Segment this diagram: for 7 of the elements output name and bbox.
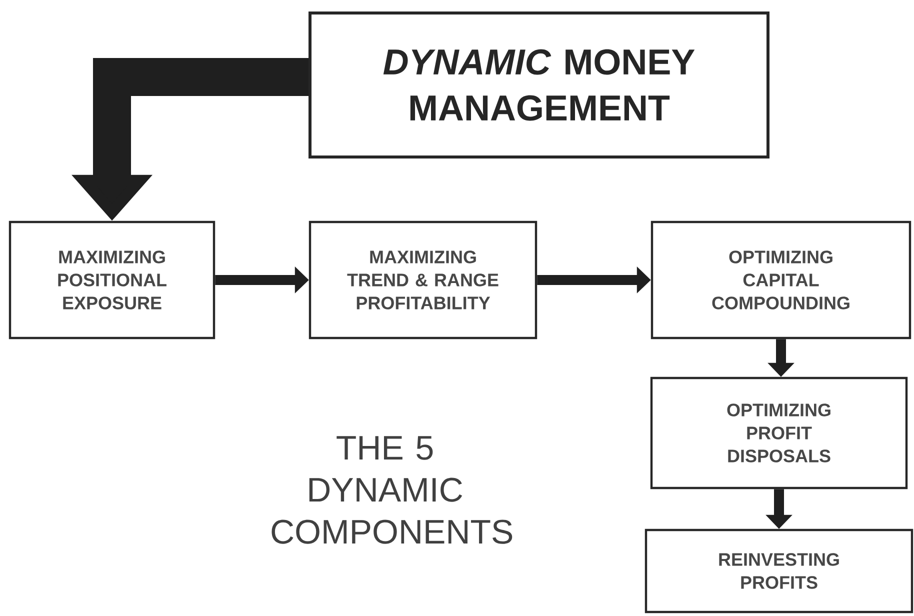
process-box: OPTIMIZING PROFIT DISPOSALS: [650, 376, 908, 490]
process-box: DYNAMIC MONEY MANAGEMENT: [308, 12, 770, 158]
process-box: OPTIMIZING CAPITAL COMPOUNDING: [650, 220, 912, 340]
process-box: MAXIMIZING POSITIONAL EXPOSURE: [8, 220, 216, 340]
caption-text: THE 5 DYNAMIC COMPONENTS: [272, 436, 512, 544]
process-box: MAXIMIZING TREND & RANGE PROFITABILITY: [308, 220, 538, 340]
process-box: REINVESTING PROFITS: [644, 528, 914, 614]
